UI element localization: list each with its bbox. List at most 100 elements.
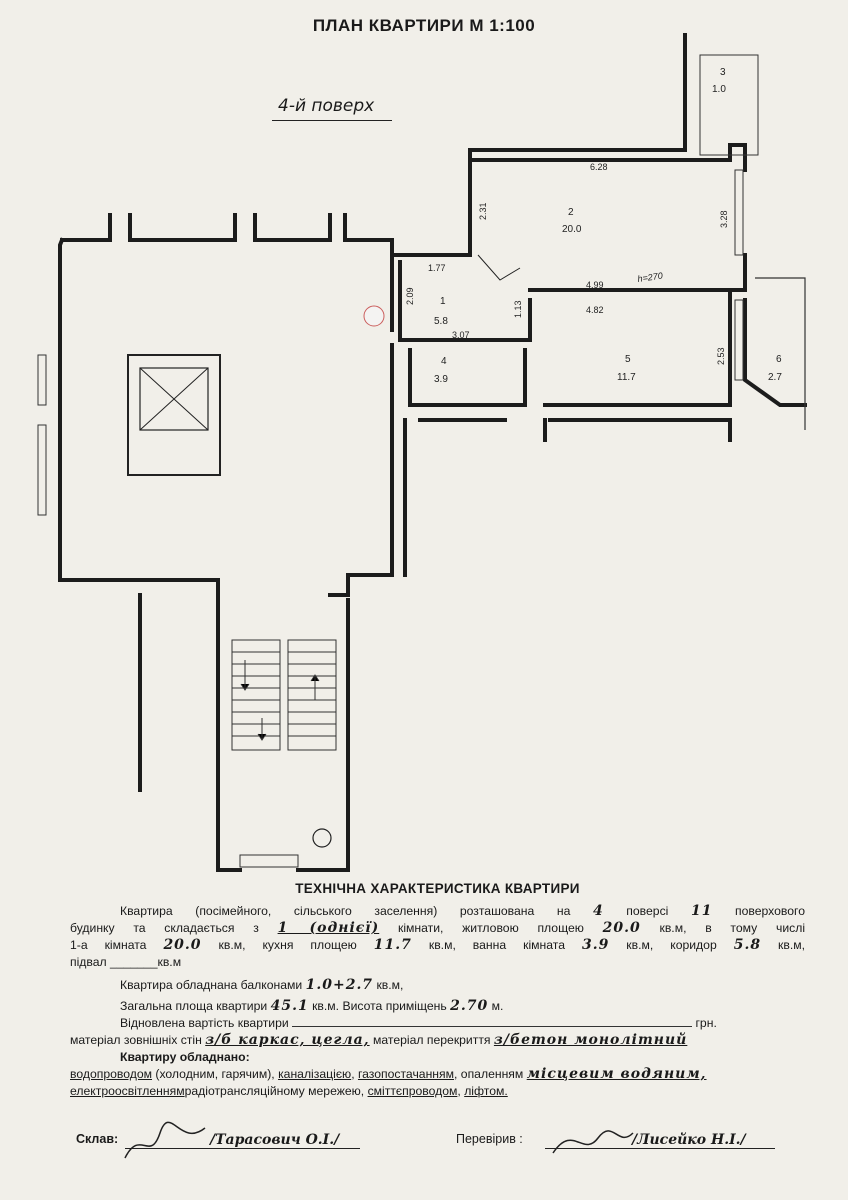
tech-line-6: Загальна площа квартири 45.1 кв.м. Висот… bbox=[70, 998, 805, 1015]
text: м. bbox=[491, 999, 504, 1013]
dim-label: 6.28 bbox=[590, 162, 608, 172]
dim-label: 1.13 bbox=[513, 300, 523, 318]
text: поверхового bbox=[735, 904, 805, 918]
wall-hall-top-mid2 bbox=[253, 213, 332, 242]
tech-line-7: Відновлена вартість квартири грн. bbox=[70, 1015, 805, 1032]
ceiling-material-value: з/бетон монолітний bbox=[493, 1032, 688, 1048]
balconies-value: 1.0+2.7 bbox=[305, 977, 374, 993]
walls-material-value: з/б каркас, цегла, bbox=[205, 1032, 370, 1048]
room-3-number: 3 bbox=[720, 67, 726, 78]
equipment-water: водопроводом bbox=[70, 1067, 153, 1081]
dim-label: 4.99 bbox=[586, 280, 604, 290]
balcony-6-frame bbox=[755, 277, 806, 430]
wall-lower-apt bbox=[403, 418, 732, 577]
floor-plan: 1 5.8 2 20.0 3 1.0 4 3.9 5 11.7 6 2.7 6.… bbox=[37, 33, 807, 872]
cost-blank bbox=[292, 1026, 693, 1027]
equipment-sewerage: каналізацією bbox=[278, 1067, 352, 1081]
handwritten-height-note: h=270 bbox=[637, 271, 663, 284]
floor-label: 4-й поверх bbox=[278, 96, 375, 116]
elevator-shaft bbox=[127, 354, 221, 476]
text: кв.м, bbox=[778, 938, 805, 952]
composed-label: Склав: bbox=[76, 1132, 119, 1146]
text: кв.м, bbox=[376, 978, 404, 992]
text: грн. bbox=[695, 1016, 717, 1030]
rooms-count-value: 1 (однієї) bbox=[277, 920, 380, 936]
window-room5 bbox=[734, 299, 744, 381]
tech-line-5: Квартира обладнана балконами 1.0+2.7 кв.… bbox=[70, 977, 805, 994]
wall-hall-top-right bbox=[343, 213, 394, 332]
text: матеріал зовнішніх стін bbox=[70, 1033, 202, 1047]
storeys-value: 11 bbox=[690, 903, 713, 919]
tech-line-4: підвал _______кв.м bbox=[70, 954, 805, 971]
text: Квартира (посімейного, сільського заселе… bbox=[120, 904, 571, 918]
room-labels: 1 5.8 2 20.0 3 1.0 4 3.9 5 11.7 6 2.7 bbox=[434, 67, 782, 385]
door-room2 bbox=[477, 254, 521, 281]
equipped-heading: Квартиру обладнано: bbox=[120, 1050, 250, 1064]
dimension-labels: 6.28 2.31 3.28 1.77 2.09 1.13 4.99 4.82 … bbox=[405, 162, 729, 365]
text: поверсі bbox=[626, 904, 669, 918]
room-1-number: 1 bbox=[440, 296, 446, 307]
room-2-area: 20.0 bbox=[562, 224, 582, 235]
text: кімнати, житловою площею bbox=[397, 921, 584, 935]
kitchen-area-value: 11.7 bbox=[373, 937, 412, 953]
text: Відновлена вартість квартири bbox=[120, 1016, 289, 1030]
window-room2 bbox=[734, 169, 744, 256]
composed-signature-line bbox=[125, 1148, 360, 1149]
wall-apt-top bbox=[390, 33, 687, 257]
dim-label: 3.28 bbox=[719, 210, 729, 228]
tech-title: ТЕХНІЧНА ХАРАКТЕРИСТИКА КВАРТИРИ bbox=[295, 881, 580, 896]
equipment-chute: сміттєпроводом bbox=[367, 1084, 458, 1098]
equipment-gas: газопостачанням bbox=[357, 1067, 455, 1081]
tech-line-9: водопроводом (холодним, гарячим), каналі… bbox=[70, 1066, 707, 1082]
text: кв.м, ванна кімната bbox=[428, 938, 565, 952]
equipment-electricity: електроосвітленням bbox=[70, 1084, 185, 1098]
room-2-number: 2 bbox=[568, 207, 574, 218]
height-value: 2.70 bbox=[450, 998, 489, 1014]
wall-room2-top bbox=[468, 143, 747, 172]
text: (холодним, гарячим), bbox=[155, 1067, 275, 1081]
corridor-area-value: 5.8 bbox=[733, 937, 762, 953]
floor-value: 4 bbox=[592, 903, 604, 919]
plan-title: ПЛАН КВАРТИРИ М 1:100 bbox=[312, 16, 536, 35]
wall-hall-left bbox=[58, 237, 220, 582]
text: кв.м. Висота приміщень bbox=[312, 999, 447, 1013]
balcony-3-frame bbox=[699, 54, 759, 156]
room-5-number: 5 bbox=[625, 354, 631, 365]
wall-balcony6 bbox=[743, 298, 807, 407]
text: 1-а кімната bbox=[70, 938, 147, 952]
text: кв.м, кухня площею bbox=[218, 938, 357, 952]
refuse-chute-icon bbox=[312, 828, 332, 848]
total-area-value: 45.1 bbox=[270, 998, 309, 1014]
tech-line-2: будинку та складається з 1 (однієї) кімн… bbox=[70, 920, 805, 937]
text: кв.м, коридор bbox=[626, 938, 717, 952]
floor-label-underline bbox=[272, 120, 392, 121]
tech-line-1: Квартира (посімейного, сільського заселе… bbox=[70, 903, 805, 920]
room-5-area: 11.7 bbox=[617, 372, 636, 383]
text: будинку та складається з bbox=[70, 921, 259, 935]
checked-label: Перевірив : bbox=[456, 1132, 523, 1146]
stamp-mark bbox=[363, 305, 385, 327]
checked-name: /Лисейко Н.І./ bbox=[632, 1132, 746, 1148]
dim-label: 2.53 bbox=[716, 347, 726, 365]
wall-room4 bbox=[408, 348, 527, 407]
dim-label: 2.31 bbox=[478, 202, 488, 220]
checked-signature bbox=[552, 1130, 634, 1154]
wall-room5-bottom bbox=[543, 288, 732, 407]
dim-label: 3.07 bbox=[452, 330, 470, 340]
living-area-value: 20.0 bbox=[602, 920, 641, 936]
text: опаленням bbox=[460, 1067, 524, 1081]
wall-hall-top-mid bbox=[128, 213, 237, 242]
room-3-area: 1.0 bbox=[712, 84, 726, 95]
elevator-cabin bbox=[139, 367, 209, 431]
bath-area-value: 3.9 bbox=[581, 937, 610, 953]
text: матеріал перекриття bbox=[373, 1033, 491, 1047]
technical-characteristics: ТЕХНІЧНА ХАРАКТЕРИСТИКА КВАРТИРИ Квартир… bbox=[70, 880, 805, 1100]
text: Загальна площа квартири bbox=[120, 999, 268, 1013]
wall-room1 bbox=[398, 260, 532, 342]
composed-signature bbox=[124, 1121, 206, 1159]
text: підвал bbox=[70, 955, 107, 969]
equipment-elevator: ліфтом. bbox=[464, 1084, 508, 1098]
text: Квартира обладнана балконами bbox=[120, 978, 303, 992]
wall-room2-bottom bbox=[528, 253, 747, 292]
text: кв.м bbox=[157, 955, 182, 969]
